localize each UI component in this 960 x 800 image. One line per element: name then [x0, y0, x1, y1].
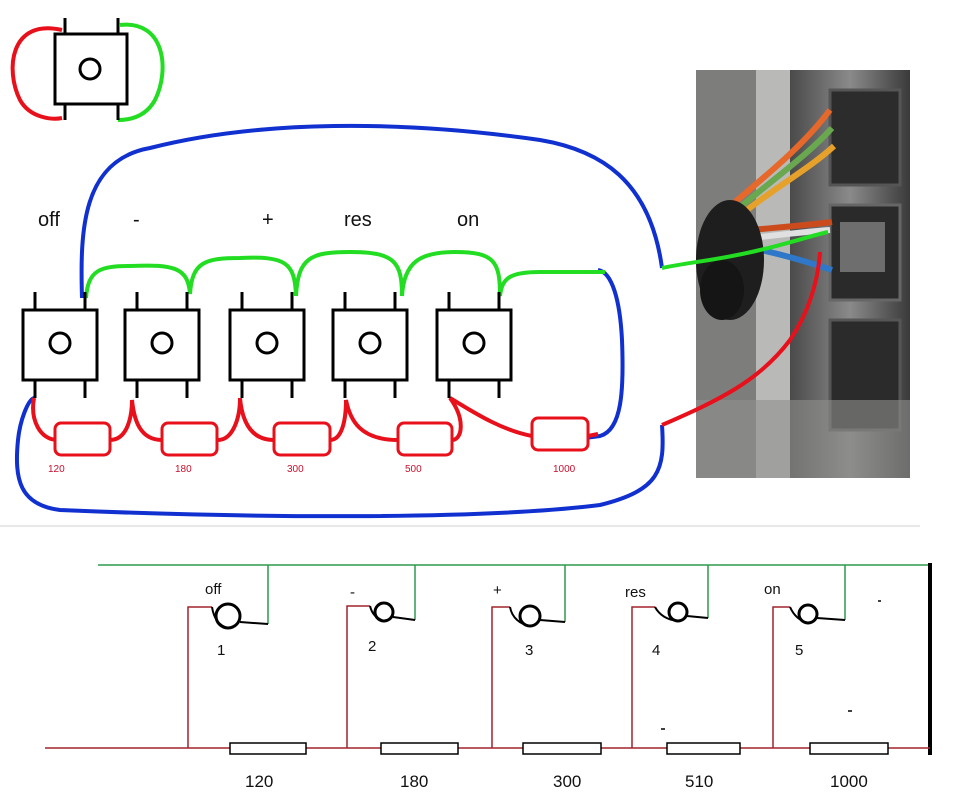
- top-resistor-label: 180: [175, 464, 192, 475]
- top-switch-res: [331, 292, 409, 398]
- top-resistor-label: 120: [48, 464, 65, 475]
- legend-switch-button: [78, 57, 102, 81]
- schematic-resistor-120: [229, 742, 307, 755]
- resistor-120: [53, 421, 112, 457]
- legend-switch: [10, 18, 165, 122]
- blue-wire: [14, 123, 665, 519]
- legend-red-wire: [10, 26, 63, 121]
- resistor-500: [396, 421, 454, 457]
- resistor-180: [160, 421, 219, 457]
- top-resistor-label: 300: [287, 464, 304, 475]
- top-button-label: -: [133, 209, 140, 231]
- green-wire-to-connector: [661, 230, 829, 270]
- schematic-button-label: +: [493, 582, 502, 599]
- green-wire: [84, 249, 605, 299]
- top-button-label: res: [344, 209, 372, 231]
- schematic-button-number: 3: [525, 642, 533, 659]
- schematic-button-number: 1: [217, 642, 225, 659]
- red-wire-to-connector: [661, 251, 822, 427]
- top-switch-on: [435, 292, 513, 398]
- top-resistor-label: 1000: [553, 464, 576, 475]
- schematic-button-label: -: [350, 584, 355, 601]
- schematic-resistor-180: [380, 742, 459, 755]
- top-switch-plus: [228, 292, 306, 398]
- schematic-switch-1: [211, 602, 269, 630]
- legend-switch-body: [53, 32, 129, 106]
- schematic-switch-5: [789, 603, 846, 625]
- schematic-switch-3: [509, 604, 566, 628]
- schematic-resistor-label: 180: [400, 772, 428, 791]
- schematic-button-label: on: [764, 581, 781, 598]
- schematic-button-label: off: [205, 581, 222, 598]
- schematic-resistor-label: 120: [245, 772, 273, 791]
- top-button-label: on: [457, 209, 479, 231]
- top-button-label: off: [38, 209, 60, 231]
- bottom-schematic: [45, 563, 932, 755]
- schematic-switch-2: [369, 601, 416, 623]
- schematic-resistor-1000: [809, 742, 889, 755]
- schematic-button-number: 5: [795, 642, 803, 659]
- schematic-button-label: res: [625, 584, 646, 601]
- top-resistors: [53, 416, 590, 457]
- top-resistor-label: 500: [405, 464, 422, 475]
- schematic-resistor-label: 510: [685, 772, 713, 791]
- red-wire: [31, 396, 599, 442]
- schematic-resistor-label: 300: [553, 772, 581, 791]
- schematic-resistor-300: [522, 742, 602, 755]
- schematic-switch-4: [654, 601, 709, 623]
- resistor-1000: [530, 416, 590, 452]
- schematic-button-number: 4: [652, 642, 660, 659]
- top-switch-minus: [123, 292, 201, 398]
- resistor-300: [272, 421, 332, 457]
- schematic-resistor-510: [666, 742, 741, 755]
- legend-green-wire: [117, 22, 165, 122]
- schematic-button-number: 2: [368, 638, 376, 655]
- top-button-label: +: [262, 209, 274, 231]
- schematic-resistor-label: 1000: [830, 772, 868, 791]
- top-switch-off: [21, 292, 99, 398]
- connector-photo: [696, 70, 910, 478]
